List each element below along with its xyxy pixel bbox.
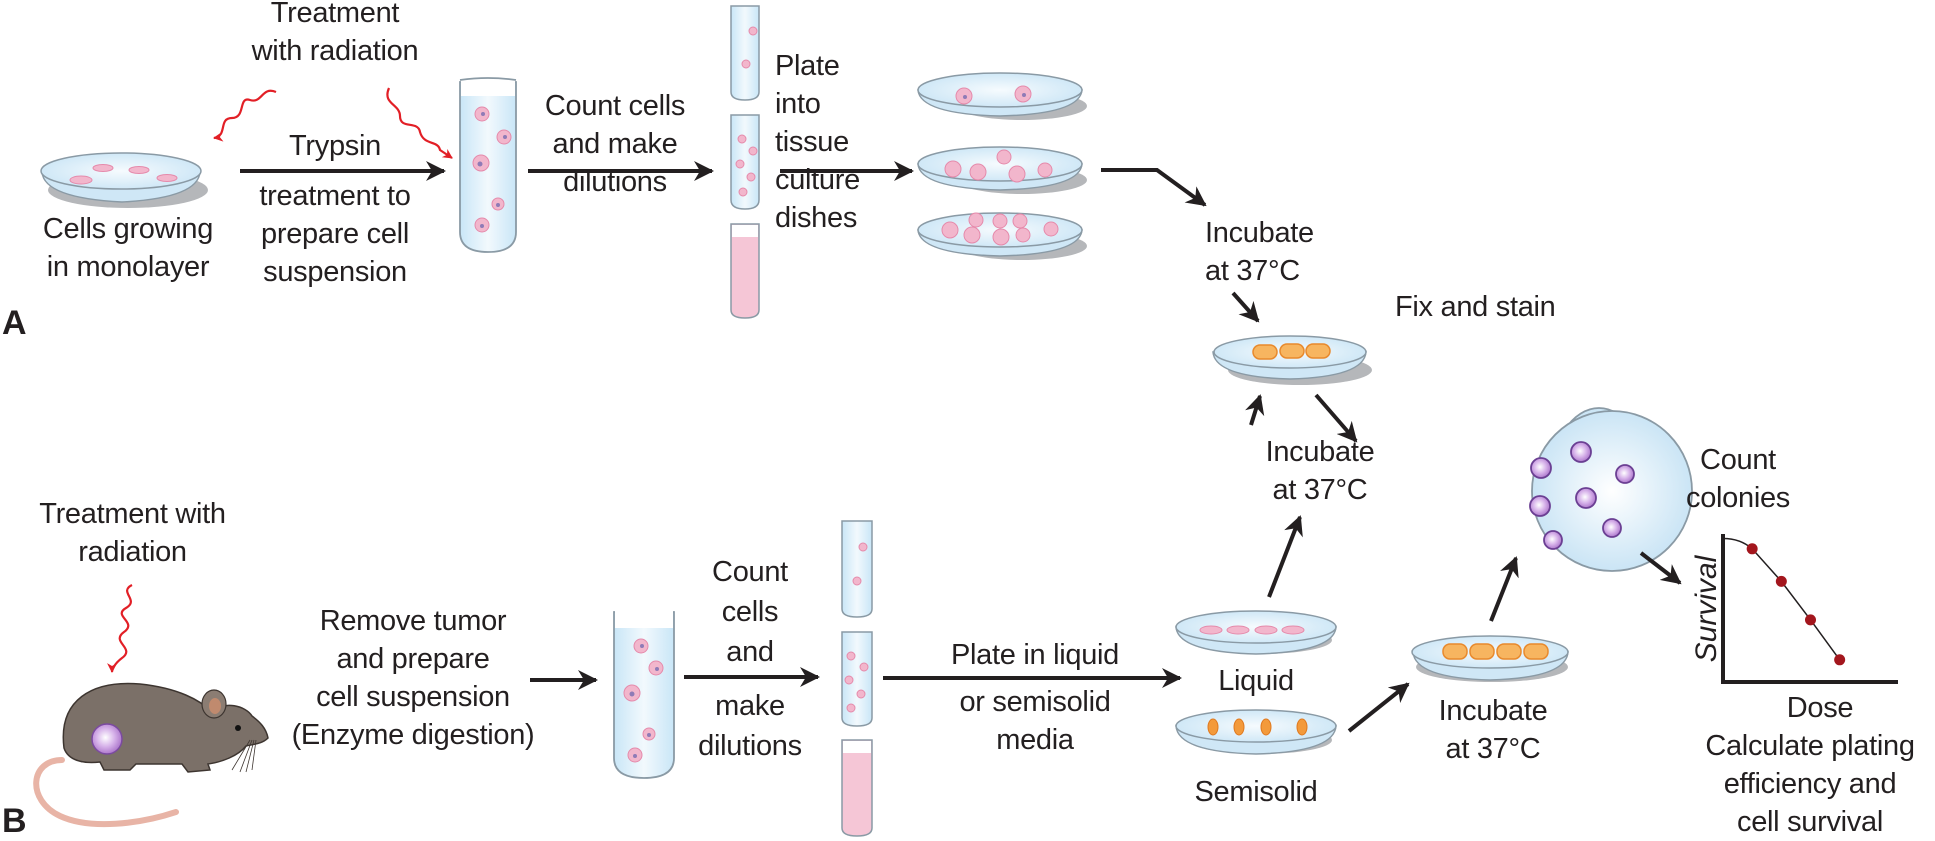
liquid-dish-icon <box>1175 610 1337 655</box>
dose-axis-label: Dose <box>1786 692 1854 724</box>
incubate-label-a: Incubate at 37°C <box>1205 217 1314 287</box>
incubate-label-liquid: Incubate at 37°C <box>1265 436 1375 506</box>
plate-label-a: Plate into tissue culture dishes <box>775 50 860 234</box>
monolayer-dish-icon <box>40 152 208 208</box>
survival-chart <box>1721 534 1898 684</box>
process-arrow <box>1101 168 1207 207</box>
cell-suspension-tube-icon <box>459 77 517 253</box>
panel-a-label: A <box>2 304 27 342</box>
radiation-wave-icon <box>107 584 133 673</box>
process-arrow <box>1245 394 1265 426</box>
fix-stain-label: Fix and stain <box>1395 291 1556 323</box>
process-arrow <box>1267 515 1303 598</box>
dilution-tube-icon <box>730 223 760 319</box>
monolayer-label: Cells growing in monolayer <box>42 213 214 283</box>
radiation-wave-icon <box>213 89 277 142</box>
process-arrow <box>1347 682 1410 733</box>
stained-dish-icon <box>1212 335 1372 385</box>
dilution-tube-icon <box>841 739 873 837</box>
colony-plate-icon <box>1529 410 1693 572</box>
culture-dish-icon <box>917 146 1087 194</box>
trypsin-label: Trypsin <box>289 130 381 162</box>
culture-dish-icon <box>917 72 1087 120</box>
dilution-tube-icon <box>841 631 873 727</box>
dilution-tube-icon <box>730 5 760 101</box>
dilution-tube-icon <box>730 114 760 210</box>
cell-suspension-tube-icon <box>613 610 675 779</box>
survival-axis-label: Survival <box>1690 555 1723 663</box>
plate-media-label: or semisolid media <box>959 686 1111 756</box>
trypsin-description: treatment to prepare cell suspension <box>259 180 411 288</box>
mouse-icon <box>33 682 269 828</box>
survival-curve <box>1722 537 1841 661</box>
incubate-label-semisolid: Incubate at 37°C <box>1438 695 1548 765</box>
dilution-tube-icon <box>841 520 873 618</box>
count-dilute-label-b: Count cells and make dilutions <box>698 556 802 762</box>
survival-data-point <box>1805 614 1816 626</box>
count-dilute-label-a: Count cells and make dilutions <box>544 90 686 198</box>
process-arrow <box>1231 291 1260 323</box>
colony-icon <box>1529 441 1635 550</box>
liquid-label: Liquid <box>1218 665 1294 697</box>
process-arrow <box>1639 551 1682 585</box>
survival-data-point <box>1775 575 1787 587</box>
panel-b-label: B <box>2 802 27 840</box>
plate-liquid-label: Plate in liquid <box>951 639 1119 671</box>
culture-dish-icon <box>917 212 1087 260</box>
semisolid-dish-icon <box>1175 709 1337 755</box>
survival-data-point <box>1746 543 1758 555</box>
radiation-label-a: Treatment with radiation <box>251 0 419 67</box>
radiation-label-b: Treatment with radiation <box>39 498 226 568</box>
process-arrow <box>1314 393 1358 443</box>
semisolid-label: Semisolid <box>1194 776 1318 808</box>
calculate-survival-label: Calculate plating efficiency and cell su… <box>1705 730 1915 838</box>
process-arrow <box>1489 556 1519 622</box>
remove-tumor-label: Remove tumor and prepare cell suspension… <box>291 605 535 751</box>
count-colonies-label: Count colonies <box>1686 444 1790 514</box>
survival-data-point <box>1834 654 1846 666</box>
stained-dish-icon <box>1411 635 1569 682</box>
radiation-wave-icon <box>386 87 453 159</box>
